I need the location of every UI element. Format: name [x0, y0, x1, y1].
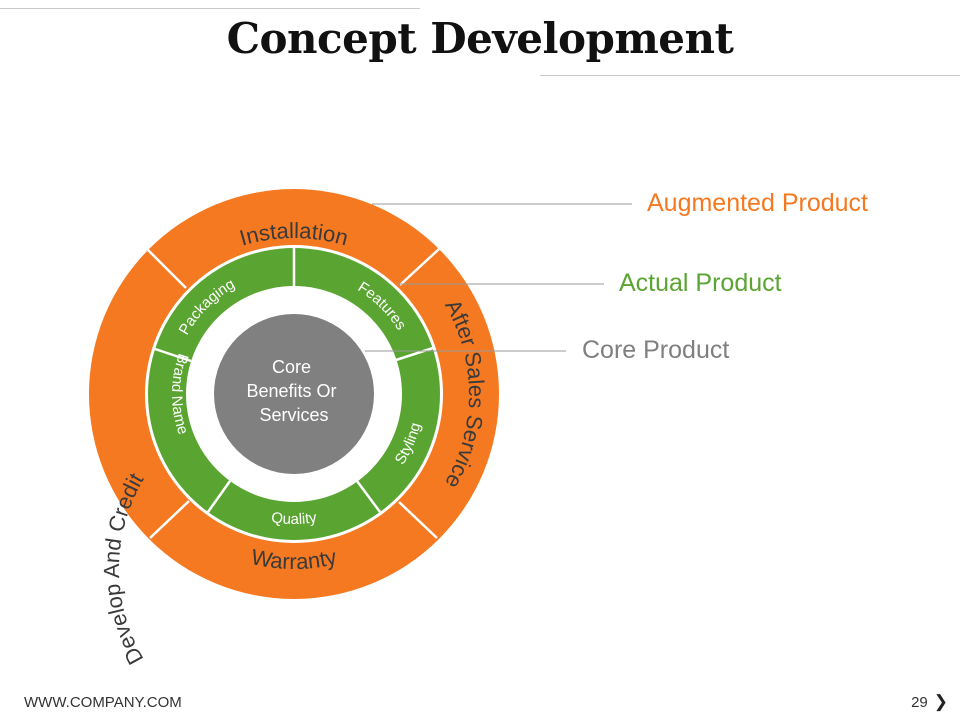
core-line-1: Core [272, 357, 311, 377]
actual-divider [206, 480, 232, 513]
core-circle [214, 314, 374, 474]
segment-label-brand-name: Brand Name [168, 351, 192, 436]
actual-divider [355, 480, 382, 513]
footer-website: WWW.COMPANY.COM [24, 694, 182, 711]
warranty-label: Warranty [249, 544, 339, 574]
page-title: Concept Development [226, 14, 734, 63]
legend-augmented-product: Augmented Product [647, 189, 868, 217]
augmented-divider [398, 501, 438, 539]
segment-label-warranty: Warranty [249, 544, 339, 574]
legend-core-product: Core Product [582, 336, 730, 364]
core-text: Core Benefits Or Services [246, 357, 341, 425]
brand-name-label: Brand Name [168, 351, 192, 436]
quality-label: Quality [270, 509, 318, 528]
actual-divider [395, 346, 434, 362]
augmented-divider [147, 249, 187, 289]
core-line-3: Services [259, 405, 328, 425]
top-right-rule [540, 75, 960, 76]
top-left-rule [0, 8, 420, 9]
footer-page-nav: 29 ❯ [911, 692, 948, 712]
legend-actual-product: Actual Product [619, 269, 782, 297]
augmented-divider [149, 500, 190, 539]
core-line-2: Benefits Or [246, 381, 336, 401]
chevron-right-icon[interactable]: ❯ [933, 692, 948, 711]
page-number: 29 [911, 693, 928, 711]
actual-divider [154, 347, 192, 363]
segment-label-quality: Quality [270, 509, 318, 528]
augmented-divider [399, 248, 440, 286]
